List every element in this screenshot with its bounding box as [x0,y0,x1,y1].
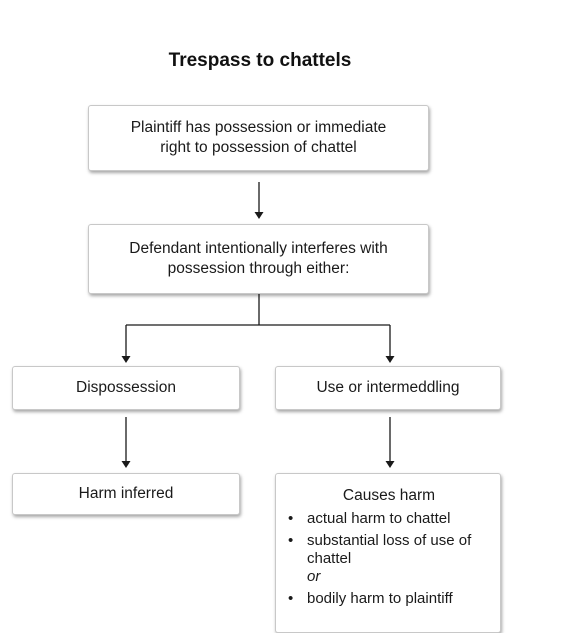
use-or-intermeddling-box: Use or intermeddling [275,366,501,410]
dispossession-label: Dispossession [76,379,176,396]
harm-list: • actual harm to chattel • substantial l… [288,510,490,608]
arrowhead-icon [121,356,131,363]
harm-inferred-label: Harm inferred [78,485,174,502]
harm-item-text: actual harm to chattel [307,510,451,527]
harm-list-item: • substantial loss of use of chattel or [288,532,490,586]
arrowhead-icon [385,461,395,468]
bullet-icon: • [288,532,294,549]
possession-line-1: Plaintiff has possession or immediate [130,119,387,136]
arrowhead-icon [121,461,131,468]
bullet-icon: • [288,590,294,607]
dispossession-box: Dispossession [12,366,240,410]
harm-list-item: • actual harm to chattel [288,510,490,528]
harm-item-suffix: or [307,568,321,585]
diagram-title: Trespass to chattels [168,50,352,71]
interference-line-1: Defendant intentionally interferes with [129,240,388,257]
possession-box: Plaintiff has possession or immediate ri… [88,105,429,171]
interference-line-2: possession through either: [167,260,350,277]
harm-item-text: bodily harm to plaintiff [307,590,453,607]
possession-line-2: right to possession of chattel [160,139,357,156]
causes-harm-title: Causes harm [342,487,436,504]
connector-arrows [121,182,395,468]
interference-box: Defendant intentionally interferes with … [88,224,429,294]
use-or-intermeddling-label: Use or intermeddling [316,379,460,396]
arrowhead-icon [385,356,395,363]
bullet-icon: • [288,510,294,527]
harm-item-text: substantial loss of use of chattel [307,532,472,567]
arrowhead-icon [254,212,264,219]
harm-list-item: • bodily harm to plaintiff [288,590,490,608]
harm-inferred-box: Harm inferred [12,473,240,515]
